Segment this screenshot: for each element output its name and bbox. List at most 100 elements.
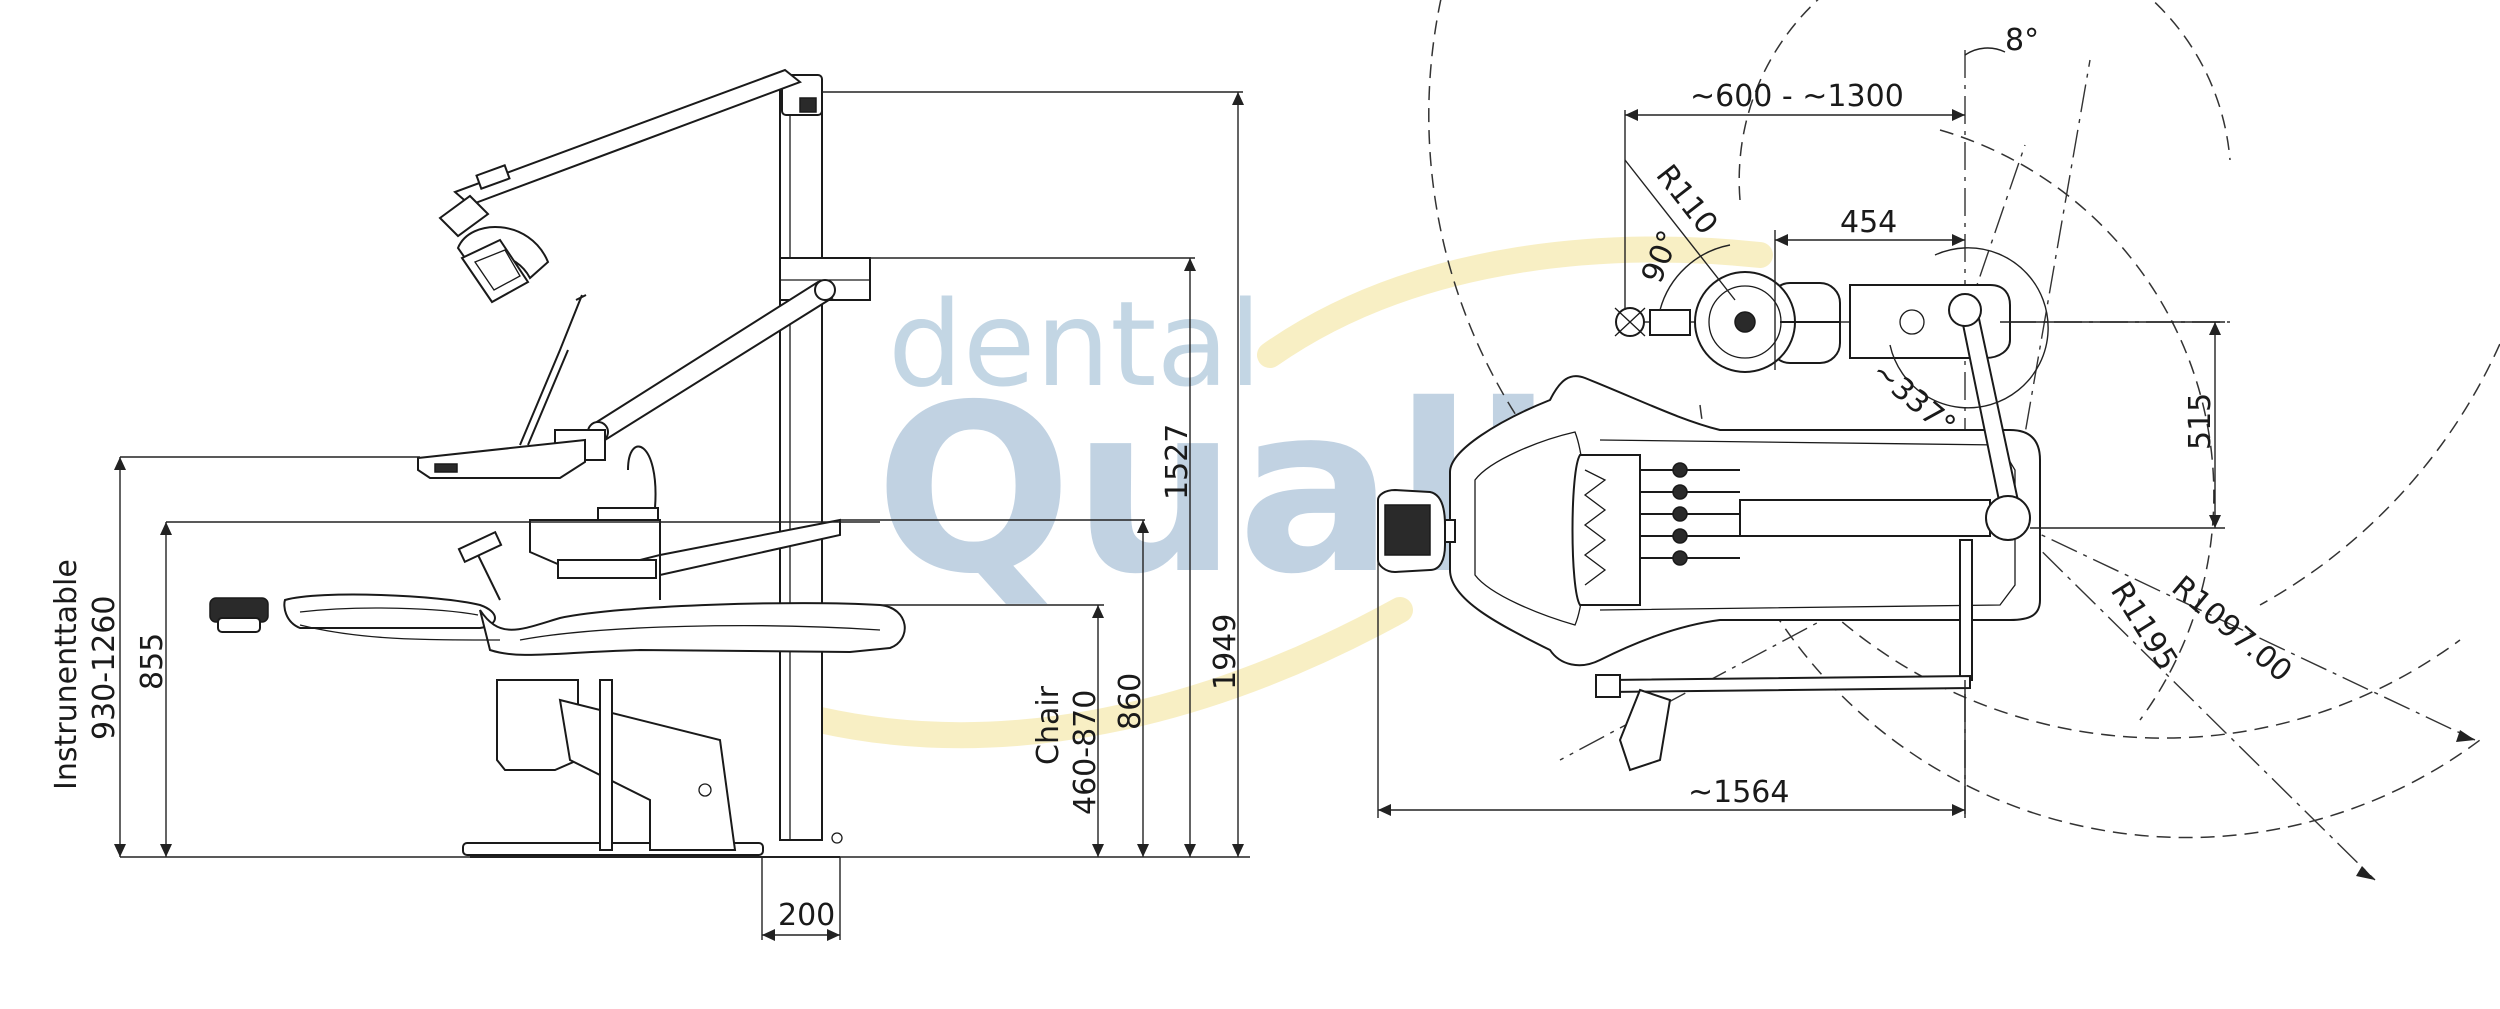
headrest [209, 597, 269, 633]
assistant-arm-end [1595, 674, 1621, 698]
dim-1564: ~1564 [1377, 560, 1966, 818]
dim-reach: ~600 - ~1300 [1624, 79, 1965, 310]
headrest-connector [1444, 519, 1456, 543]
dim-8deg-arc [1964, 47, 2006, 56]
dim-90deg-arc [1659, 244, 1731, 311]
watermark-swoosh-upper [1257, 236, 1773, 368]
dim-chair-arrow-bottom [1092, 844, 1104, 857]
dim-reach-arrow-right [1952, 109, 1965, 121]
instrument-whips [1640, 462, 1740, 566]
assistant-arm-horizontal [1609, 674, 1971, 694]
dim-855: 855 [135, 521, 880, 857]
dim-1527: 1527 [870, 257, 1196, 857]
dim-860: 860 [840, 519, 1149, 857]
centre-line-arm [1964, 144, 2026, 321]
chair-cup [496, 679, 579, 771]
dim-r1097-label: R1097.00 [2165, 569, 2299, 689]
dim-515-arrow-bottom [2209, 515, 2221, 528]
light-yoke [438, 194, 490, 238]
dim-1949-label: 1949 [1208, 614, 1243, 690]
instrument-tray-zigzag [1583, 469, 1607, 586]
backrest [283, 593, 496, 629]
dim-table-range: 930-1260 [87, 596, 122, 740]
dim-515: 515 [2000, 321, 2225, 529]
instrument-whip-tip [575, 294, 587, 301]
instrument-table [417, 438, 586, 479]
dim-instrument-table: 930-1260 Instrunenttable [49, 456, 420, 857]
chair-dash-reference [299, 624, 501, 641]
chair-rear-post [599, 679, 613, 851]
light-reflector [474, 249, 521, 291]
assistant-instrument-holder [1618, 688, 1672, 772]
instrument-table-handle [434, 463, 458, 473]
spittoon [529, 445, 661, 579]
spittoon-cup-holder [597, 507, 659, 521]
whip-5-holder [1672, 550, 1688, 566]
spittoon-top-knob-cross [1614, 307, 1646, 337]
top-view: ~600 - ~1300 8° R110 90° 454 ~337° [1377, 0, 2500, 881]
centre-line-8deg [2009, 59, 2091, 521]
chair-base [496, 679, 737, 851]
spittoon-base [557, 559, 657, 579]
dim-chair: 460-870 Chair [880, 604, 1104, 857]
instrument-tray-top [1571, 454, 1991, 606]
dim-1527-label: 1527 [1160, 424, 1195, 500]
headrest-top-inner [1384, 504, 1431, 556]
dim-1564-arrow-left [1378, 804, 1391, 816]
spittoon-top-drain [1734, 311, 1756, 333]
centre-line-r1195 [2009, 519, 2376, 881]
dim-reach-label: ~600 - ~1300 [1690, 79, 1904, 114]
dim-515-label: 515 [2183, 393, 2218, 450]
dim-table-title: Instrunenttable [49, 559, 84, 790]
whip-2-holder [1672, 484, 1688, 500]
spittoon-spout [627, 445, 657, 509]
column [779, 84, 823, 841]
light-arm [453, 68, 803, 207]
light-head [460, 238, 530, 304]
dim-1527-arrow-bottom [1184, 844, 1196, 857]
side-view: 855 930-1260 Instrunenttable 460-870 Cha… [49, 68, 1250, 941]
whip-1-holder [1672, 462, 1688, 478]
column-foot-bolt [831, 832, 843, 844]
chair-lift [558, 698, 737, 851]
dim-200: 200 [761, 857, 841, 941]
instrument-tray-body [1571, 454, 1641, 606]
dim-855-arrow-bottom [160, 844, 172, 857]
seat [479, 602, 906, 656]
dim-454-arrow-left [1775, 234, 1788, 246]
dim-860-label: 860 [1113, 673, 1148, 730]
dim-1564-arrow-right [1952, 804, 1965, 816]
spittoon-top-connector [1649, 309, 1691, 336]
armrest [457, 530, 503, 601]
dim-1949-arrow-top [1232, 92, 1244, 105]
dim-1527-arrow-top [1184, 258, 1196, 271]
dim-r1097: R1097.00 [2165, 569, 2475, 742]
watermark-dental-text: dental [888, 275, 1262, 413]
dim-table-arrow-top [114, 457, 126, 470]
dim-chair-range: 460-870 [1068, 690, 1103, 815]
dim-200-arrow-left [762, 929, 775, 941]
column-plate-hole [1899, 309, 1925, 335]
dim-454-arrow-right [1952, 234, 1965, 246]
light-arm-joint [475, 164, 511, 190]
delivery-arm-pivot [814, 279, 836, 301]
dim-337deg-arc [1889, 247, 2049, 409]
dim-454: 454 [1774, 205, 1965, 370]
operating-light [438, 194, 550, 304]
dim-reach-arrow-left [1625, 109, 1638, 121]
dim-8deg: 8° [1964, 23, 2039, 58]
dim-r1097-arrow [2456, 730, 2475, 742]
spittoon-top [1614, 271, 1841, 373]
instrument-whip [519, 294, 583, 446]
seat-seam [519, 625, 881, 641]
dim-90deg-label: 90° [1635, 226, 1687, 288]
whip-3-holder [1672, 506, 1688, 522]
headrest-base [217, 617, 261, 633]
whip-4-holder [1672, 528, 1688, 544]
arm-reach-arc [1738, 0, 2231, 201]
column-head-joint [799, 97, 817, 113]
dim-1564-label: ~1564 [1688, 775, 1789, 810]
backrest-seam [299, 607, 479, 616]
dim-454-label: 454 [1840, 205, 1897, 240]
dim-chair-arrow-top [1092, 605, 1104, 618]
